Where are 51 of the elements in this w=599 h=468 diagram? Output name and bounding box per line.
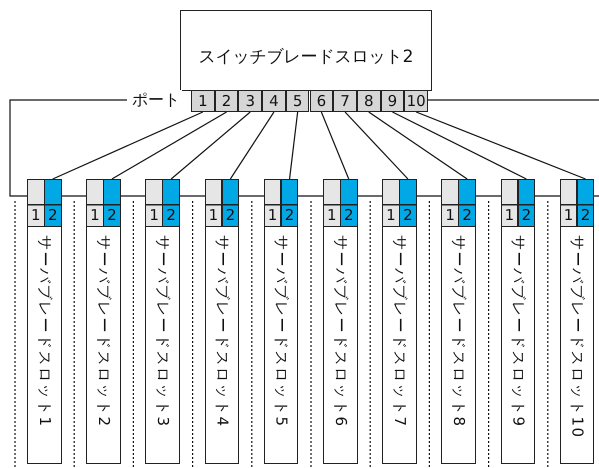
port-cell: 1 [500,179,518,227]
port-cell: 1 [264,179,282,227]
port-cell: 1 [204,179,222,227]
port-cell: 1 [323,179,340,227]
port-cell: 1 [86,179,104,227]
port-cell: 2 [576,179,594,227]
port-cell: 2 [280,179,298,227]
port-cell: 1 [560,179,578,227]
port-cell: 9 [380,90,404,112]
connector-line [344,112,408,180]
port-cell: 2 [214,90,238,112]
connector-line [416,111,586,180]
server-slot-box: サーバブレードスロット5 [264,226,298,464]
server-slot-box: サーバブレードスロット2 [86,226,121,464]
port-cell: 2 [44,179,62,227]
connector-line [112,111,227,180]
port-cell: 1 [145,179,163,227]
port-cell: 7 [333,90,357,112]
port-cell: 2 [518,179,536,227]
port-cell: 5 [286,90,310,112]
server-slot-box: サーバブレードスロット3 [145,226,180,464]
port-cell: 2 [399,179,417,227]
port-cell: 4 [262,90,286,112]
server-slot-box: サーバブレードスロット10 [560,226,594,464]
server-slot-box: サーバブレードスロット4 [204,226,240,464]
server-slot-box: サーバブレードスロット6 [323,226,358,464]
port-cell: 2 [222,179,240,227]
port-cell: 1 [441,179,459,227]
port-cell: 10 [404,90,428,112]
port-cell: 2 [162,179,180,227]
connector-line [52,111,204,180]
port-cell: 3 [238,90,262,112]
port-cell: 6 [310,90,334,112]
port-cell: 8 [356,90,381,112]
port-cell: 1 [27,179,44,227]
port-cell: 2 [340,179,358,227]
server-slot-box: サーバブレードスロット9 [500,226,536,464]
connector-line [170,112,251,180]
connector-line [288,112,298,180]
connector-line [320,112,350,180]
port-cell: 2 [458,179,476,227]
port-cell: 2 [103,179,121,227]
server-slot-box: サーバブレードスロット1 [27,226,62,464]
connector-line [368,112,468,180]
port-cell: 1 [191,90,215,112]
connector-line [230,112,274,180]
server-slot-box: サーバブレードスロット7 [382,226,417,464]
server-slot-box: サーバブレードスロット8 [441,226,476,464]
switch-slot-box: スイッチブレードスロット2 [180,10,432,91]
connector-line [392,111,527,180]
port-cell: 1 [382,179,400,227]
